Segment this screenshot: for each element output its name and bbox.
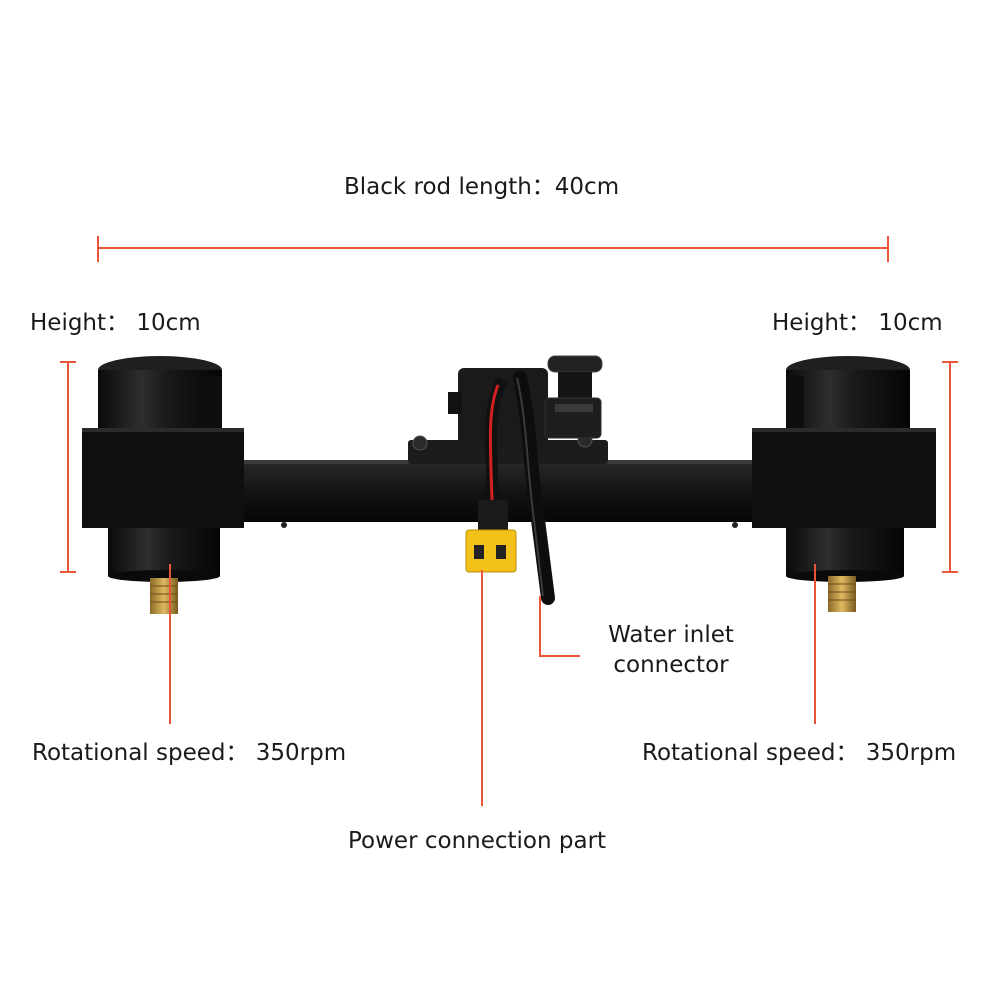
right-rotational-speed-label: Rotational speed： 350rpm — [642, 740, 957, 766]
right-height-label: Height： 10cm — [772, 310, 943, 336]
left-height-dimension-line — [60, 361, 76, 573]
water-inlet-label-line1: Water inlet — [608, 622, 734, 648]
left-height-label: Height： 10cm — [30, 310, 201, 336]
callout-lines — [169, 564, 816, 806]
power-cable — [465, 376, 517, 573]
black-rod — [225, 460, 805, 528]
water-inlet-label-line2: connector — [613, 652, 729, 678]
power-connection-label: Power connection part — [348, 828, 607, 854]
center-mount — [408, 355, 608, 464]
water-inlet-tube — [513, 371, 555, 605]
rod-length-dimension-line — [97, 236, 889, 262]
rod-length-label: Black rod length：40cm — [344, 174, 620, 200]
yellow-connector — [465, 529, 517, 573]
left-rotational-speed-label: Rotational speed： 350rpm — [32, 740, 347, 766]
right-height-dimension-line — [942, 361, 958, 573]
left-motor — [82, 356, 244, 614]
right-motor — [752, 356, 936, 612]
water-inlet-label: Water inlet connector — [596, 620, 746, 680]
